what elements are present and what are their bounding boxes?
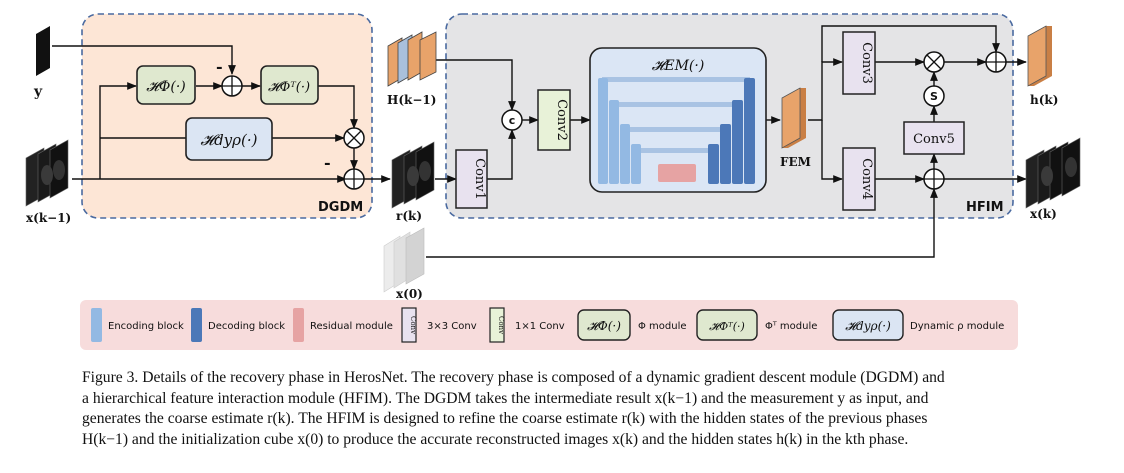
h-phit-module: 𝓗Φᵀ(·) bbox=[260, 65, 319, 105]
concat-symbol: c bbox=[509, 114, 516, 127]
h-dyp-label: 𝓗dyρ(·) bbox=[201, 131, 258, 149]
legend-conv3x3-swatch bbox=[401, 307, 417, 343]
minus-sign-upper: - bbox=[216, 57, 223, 76]
legend-encoding-swatch bbox=[91, 308, 102, 342]
caption-line-3: generates the coarse estimate r(k). The … bbox=[82, 410, 928, 428]
conv1-block: Conv1 bbox=[455, 149, 488, 209]
dgdm-upper-plus bbox=[221, 75, 243, 97]
legend-residual-label: Residual module bbox=[310, 321, 393, 332]
legend-phit-swatch bbox=[696, 309, 758, 341]
legend-conv3x3-swatch-text: Conv bbox=[409, 316, 417, 334]
dgdm-region bbox=[81, 13, 373, 219]
r-k-stack bbox=[391, 141, 435, 209]
legend-phit-swatch-text: 𝓗Φᵀ(·) bbox=[709, 320, 745, 333]
decoding-block-3 bbox=[732, 100, 743, 184]
caption-line-1: Figure 3. Details of the recovery phase … bbox=[82, 369, 945, 386]
encoding-block-4 bbox=[631, 144, 641, 184]
caption-line-4: H(k−1) and the initialization cube x(0) … bbox=[82, 430, 909, 448]
conv5-block: Conv5 bbox=[903, 121, 965, 155]
decoding-block-1 bbox=[708, 144, 719, 184]
sigmoid-symbol: S bbox=[930, 90, 938, 103]
encoding-block-2 bbox=[609, 100, 619, 184]
x-k-label: x(k) bbox=[1030, 207, 1057, 221]
conv2-label: Conv2 bbox=[554, 99, 569, 141]
encoding-block-3 bbox=[620, 124, 630, 184]
conv4-block: Conv4 bbox=[842, 147, 876, 211]
x-prev-label: x(k−1) bbox=[26, 211, 71, 225]
x-prev-stack bbox=[25, 139, 69, 207]
hfim-lower-plus bbox=[923, 168, 945, 190]
legend-phit-label: Φᵀ module bbox=[765, 321, 817, 332]
legend-phi-label: Φ module bbox=[638, 321, 687, 332]
r-k-label: r(k) bbox=[396, 209, 422, 223]
h-prev-stack bbox=[387, 31, 437, 87]
x-0-label: x(0) bbox=[396, 287, 423, 301]
decoding-block-4 bbox=[744, 78, 755, 184]
caption-line-2: a hierarchical feature interaction modul… bbox=[82, 389, 929, 407]
legend-conv3x3-label: 3×3 Conv bbox=[427, 321, 477, 332]
dgdm-times bbox=[343, 127, 365, 149]
sigmoid-operator: S bbox=[923, 85, 945, 107]
conv1-label: Conv1 bbox=[472, 158, 487, 200]
h-k-feature bbox=[1027, 25, 1052, 87]
h-em-label: 𝓗EM(·) bbox=[652, 58, 705, 74]
legend-decoding-label: Decoding block bbox=[208, 321, 285, 332]
x-k-stack bbox=[1025, 137, 1081, 209]
legend-dyp-swatch bbox=[832, 309, 904, 341]
encoding-block-1 bbox=[598, 78, 608, 184]
legend-phi-swatch bbox=[577, 309, 631, 341]
figure-caption: Figure 3. Details of the recovery phase … bbox=[82, 368, 1067, 450]
h-k-label: h(k) bbox=[1030, 93, 1058, 107]
conv4-label: Conv4 bbox=[859, 158, 874, 200]
legend-phi-swatch-text: 𝓗Φ(·) bbox=[587, 319, 621, 333]
legend-encoding-label: Encoding block bbox=[108, 321, 184, 332]
f-em-feature bbox=[781, 87, 806, 149]
hfim-top-plus bbox=[985, 51, 1007, 73]
legend-dyp-label: Dynamic ρ module bbox=[910, 321, 1004, 332]
concat-operator: c bbox=[501, 109, 523, 131]
residual-block bbox=[658, 164, 696, 182]
decoding-block-2 bbox=[720, 124, 731, 184]
f-em-label: FEM bbox=[780, 155, 811, 169]
hfim-label: HFIM bbox=[966, 200, 1004, 215]
minus-sign-lower: - bbox=[324, 153, 331, 172]
legend-residual-swatch bbox=[293, 308, 304, 342]
legend-conv1x1-label: 1×1 Conv bbox=[515, 321, 565, 332]
dgdm-label: DGDM bbox=[318, 200, 363, 215]
dgdm-lower-plus bbox=[343, 168, 365, 190]
x-0-stack bbox=[383, 227, 425, 293]
hfim-times bbox=[923, 51, 945, 73]
h-phit-label: 𝓗Φᵀ(·) bbox=[268, 80, 310, 95]
legend-decoding-swatch bbox=[191, 308, 202, 342]
h-dyp-module: 𝓗dyρ(·) bbox=[185, 117, 273, 161]
h-phi-label: 𝓗Φ(·) bbox=[146, 79, 185, 95]
legend-dyp-swatch-text: 𝓗dyρ(·) bbox=[845, 319, 891, 333]
h-phi-module: 𝓗Φ(·) bbox=[136, 65, 196, 105]
recovery-phase-diagram: DGDM HFIM bbox=[25, 13, 1081, 350]
conv3-block: Conv3 bbox=[842, 31, 876, 95]
conv3-label: Conv3 bbox=[859, 42, 874, 84]
connection-wires bbox=[52, 25, 1027, 258]
legend-conv1x1-swatch bbox=[489, 307, 505, 343]
h-prev-label: H(k−1) bbox=[387, 93, 436, 107]
measurement-y-image bbox=[36, 26, 50, 76]
legend: Encoding block Decoding block Residual m… bbox=[80, 300, 1018, 350]
conv5-label: Conv5 bbox=[913, 132, 955, 147]
legend-conv1x1-swatch-text: Conv bbox=[497, 316, 505, 334]
y-label: y bbox=[33, 84, 43, 100]
h-em-module: 𝓗EM(·) bbox=[589, 47, 767, 193]
conv2-block: Conv2 bbox=[537, 89, 571, 151]
